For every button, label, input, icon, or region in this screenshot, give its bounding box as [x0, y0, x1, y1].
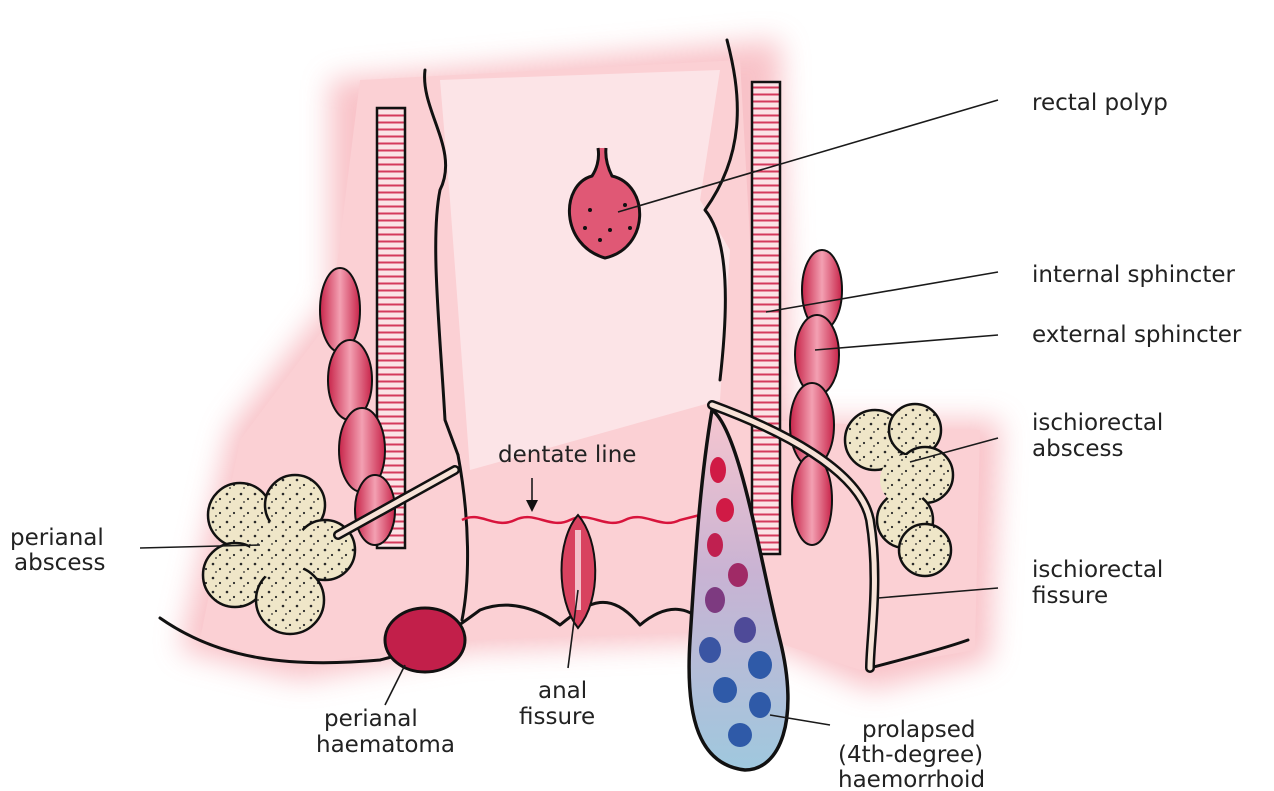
label-anal-fissure-line1: anal	[538, 678, 587, 704]
label-perianal-haematoma-line1: perianal	[324, 706, 418, 732]
label-ischiorectal-fissure-line1: ischiorectal	[1032, 557, 1163, 583]
label-ischiorectal-abscess-line1: ischiorectal	[1032, 410, 1163, 436]
label-perianal-abscess-line1: perianal	[10, 525, 104, 551]
label-haemorrhoid-line3: haemorrhoid	[838, 767, 985, 791]
label-perianal-haematoma-line2: haematoma	[316, 732, 455, 758]
label-ischiorectal-abscess-line2: abscess	[1032, 436, 1123, 462]
label-haemorrhoid-line2: (4th-degree)	[838, 742, 983, 768]
label-ischiorectal-fissure-line2: fissure	[1032, 583, 1108, 609]
label-haemorrhoid-line1: prolapsed	[862, 717, 975, 743]
leader-perianal-haematoma	[385, 665, 405, 705]
label-internal-sphincter: internal sphincter	[1032, 262, 1236, 288]
label-dentate-line: dentate line	[498, 442, 636, 468]
perianal-haematoma	[385, 608, 465, 672]
internal-sphincter-right	[752, 82, 780, 554]
label-anal-fissure-line2: fissure	[519, 704, 595, 730]
leader-internal-sphincter	[766, 272, 998, 312]
label-external-sphincter: external sphincter	[1032, 322, 1242, 348]
label-rectal-polyp: rectal polyp	[1032, 90, 1168, 116]
leader-external-sphincter	[815, 335, 998, 350]
label-perianal-abscess-line2: abscess	[14, 550, 105, 576]
